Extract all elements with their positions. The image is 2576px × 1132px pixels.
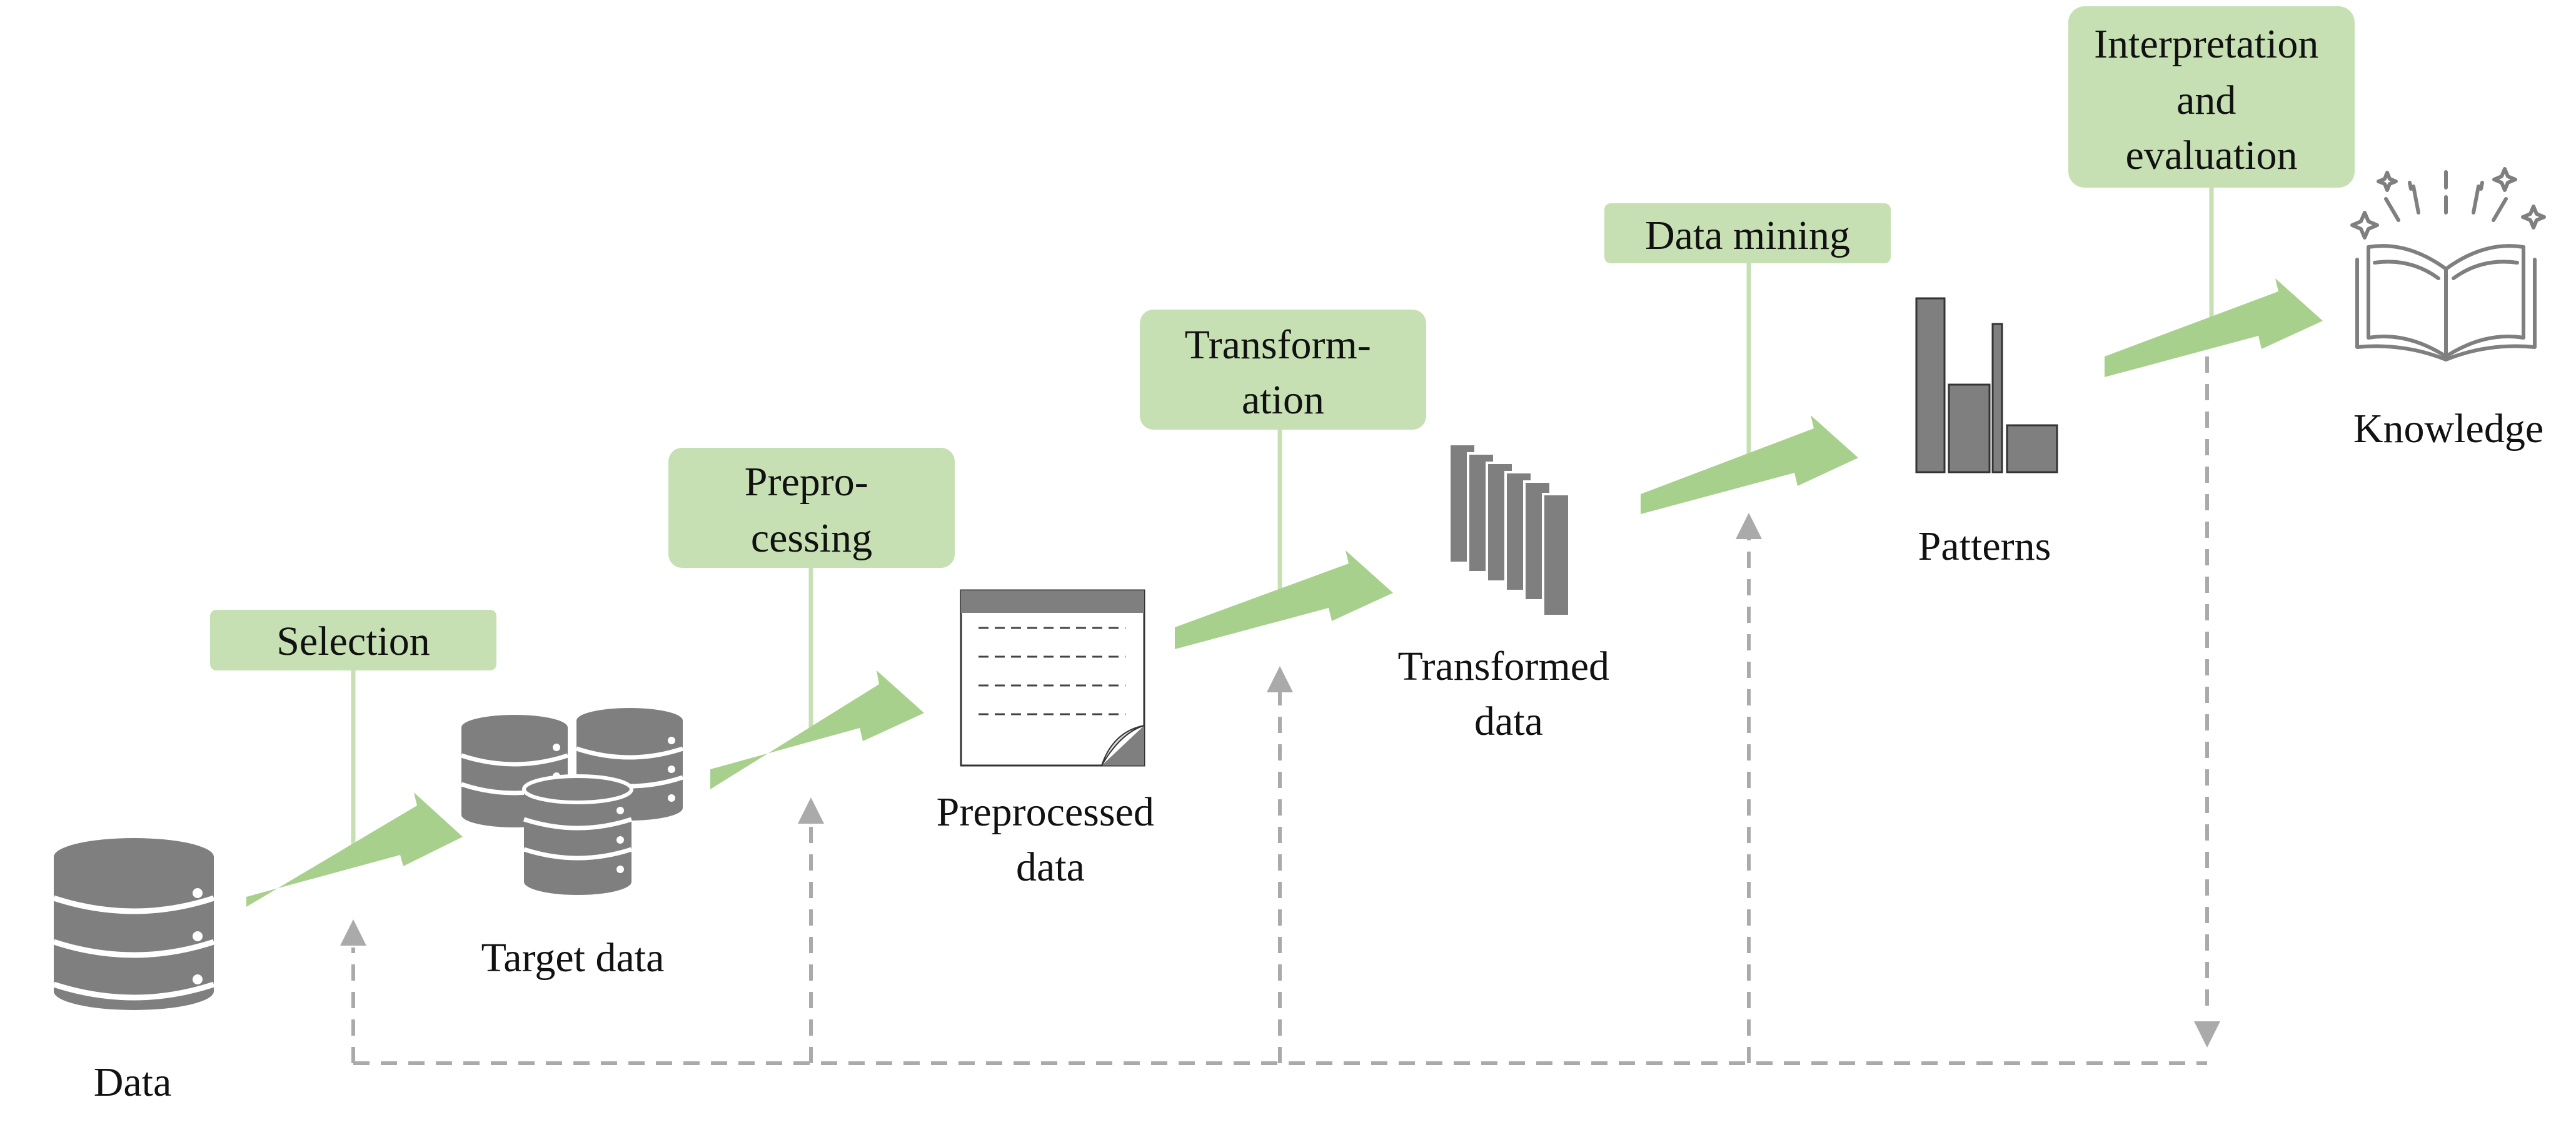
feedback-arrowhead-transformation <box>1267 666 1293 692</box>
svg-text:Transform- ation: Transform- ation <box>1185 322 1382 423</box>
svg-text:Target data: Target data <box>481 935 665 981</box>
feedback-arrowhead-preprocessing <box>798 797 824 824</box>
artifact-preprocessed-data: Preprocessed data <box>937 589 1165 890</box>
database-small-front <box>522 774 633 895</box>
artifact-label-preprocessed-data-line2: data <box>1016 844 1085 890</box>
artifact-label-transformed-data-line1: Transformed <box>1397 644 1609 689</box>
step-label-transformation-line2: ation <box>1242 377 1324 423</box>
step-box-selection <box>210 610 496 670</box>
svg-text:Selection: Selection <box>276 619 430 664</box>
step-label-interpretation-line3: evaluation <box>2126 133 2298 178</box>
artifact-target-data: Target data <box>460 708 684 981</box>
step-label-selection: Selection <box>276 619 430 664</box>
step-data-mining: Data mining <box>1604 203 1891 263</box>
bar-chart-icon <box>1915 297 2058 473</box>
artifact-label-data: Data <box>94 1059 172 1105</box>
step-interpretation: Interpretation and evaluation <box>2068 6 2355 188</box>
step-label-interpretation-line1: Interpretation <box>2094 21 2318 67</box>
artifact-data: Data <box>53 838 215 1105</box>
step-box-transformation <box>1140 310 1426 430</box>
document-icon <box>960 589 1145 767</box>
step-label-preprocessing-line2: cessing <box>751 515 872 561</box>
artifact-knowledge: Knowledge <box>2350 167 2546 452</box>
step-label-data-mining: Data mining <box>1645 213 1850 258</box>
database-icon <box>53 838 215 1010</box>
svg-text:Knowledge: Knowledge <box>2353 406 2543 452</box>
artifact-label-patterns: Patterns <box>1918 523 2051 569</box>
flow-arrow-1 <box>246 792 463 907</box>
svg-text:Prepro- cessing: Prepro- cessing <box>745 459 878 561</box>
svg-text:Preprocessed data: Preprocessed data <box>937 789 1165 890</box>
connectors <box>351 186 2214 866</box>
step-label-interpretation-line2: and <box>2176 78 2236 123</box>
flow-arrow-3 <box>1175 550 1393 649</box>
step-box-preprocessing <box>668 448 955 568</box>
svg-text:Interpretation and: Interpretation and evaluation <box>2094 21 2329 178</box>
databases-icon <box>460 708 684 895</box>
flow-arrow-4 <box>1641 415 1858 514</box>
feedback-arrowhead-down <box>2194 1021 2220 1048</box>
artifact-label-transformed-data-line2: data <box>1474 699 1543 744</box>
step-label-preprocessing-line1: Prepro- <box>745 459 868 505</box>
svg-text:Data: Data <box>94 1059 172 1105</box>
step-label-transformation-line1: Transform- <box>1185 322 1371 368</box>
flow-arrows <box>246 278 2323 907</box>
step-transformation: Transform- ation <box>1140 310 1426 430</box>
stacked-pages-icon <box>1448 443 1571 617</box>
feedback-arrowhead-selection <box>340 919 366 946</box>
flow-arrow-2 <box>710 670 924 789</box>
feedback-loop <box>351 356 2209 1065</box>
artifact-label-target-data: Target data <box>481 935 665 981</box>
step-selection: Selection <box>210 610 496 670</box>
flow-arrow-5 <box>2105 278 2323 377</box>
step-box-data-mining <box>1604 203 1891 263</box>
feedback-arrowhead-data-mining <box>1736 513 1762 539</box>
artifact-label-preprocessed-data-line1: Preprocessed <box>937 789 1154 835</box>
step-preprocessing: Prepro- cessing <box>668 448 955 568</box>
feedback-arrowheads <box>340 513 2220 1048</box>
open-book-icon <box>2350 167 2546 361</box>
svg-text:Data mining: Data mining <box>1645 213 1850 258</box>
artifact-transformed-data: Transformed data <box>1397 443 1619 744</box>
svg-text:Transformed data: Transformed data <box>1397 644 1619 744</box>
step-box-interpretation <box>2068 6 2355 188</box>
artifact-label-knowledge: Knowledge <box>2353 406 2543 452</box>
svg-text:Patterns: Patterns <box>1918 523 2051 569</box>
artifact-patterns: Patterns <box>1915 297 2058 569</box>
